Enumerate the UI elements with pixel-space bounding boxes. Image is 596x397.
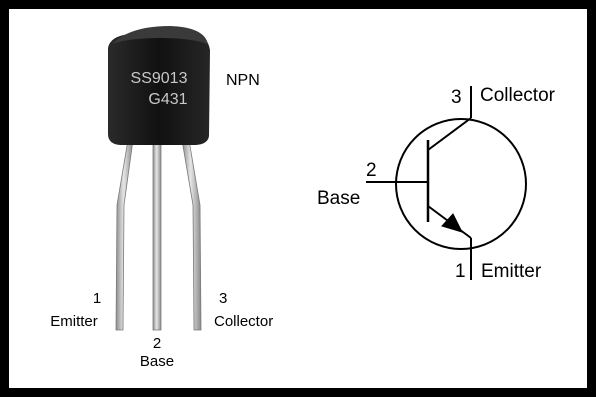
emitter-arrow-icon bbox=[441, 213, 463, 233]
symbol-pin-2-name: Base bbox=[317, 188, 360, 209]
npn-schematic-symbol bbox=[366, 86, 527, 280]
package-pin-1-name: Emitter bbox=[50, 313, 98, 330]
emitter-lead bbox=[115, 139, 134, 331]
npn-label: NPN bbox=[226, 72, 260, 89]
symbol-pin-1-name: Emitter bbox=[481, 261, 542, 282]
package-marking-line2: G431 bbox=[148, 91, 187, 108]
symbol-pin-1-number: 1 bbox=[455, 261, 466, 282]
package-body bbox=[108, 34, 210, 145]
package-marking-line1: SS9013 bbox=[131, 70, 188, 87]
transistor-package: SS9013 G431 bbox=[108, 26, 210, 331]
symbol-pin-2-number: 2 bbox=[366, 160, 377, 181]
package-pin-3-number: 3 bbox=[219, 290, 227, 307]
package-pin-3-name: Collector bbox=[214, 313, 273, 330]
symbol-circle bbox=[395, 118, 527, 250]
package-pin-2-number: 2 bbox=[153, 335, 161, 352]
package-top bbox=[112, 26, 208, 44]
collector-internal-line bbox=[427, 117, 472, 151]
base-lead bbox=[152, 139, 162, 331]
collector-lead bbox=[181, 139, 202, 331]
package-pin-1-number: 1 bbox=[93, 290, 101, 307]
symbol-pin-3-number: 3 bbox=[451, 87, 462, 108]
symbol-pin-3-name: Collector bbox=[480, 85, 556, 106]
package-pin-2-name: Base bbox=[140, 353, 174, 370]
